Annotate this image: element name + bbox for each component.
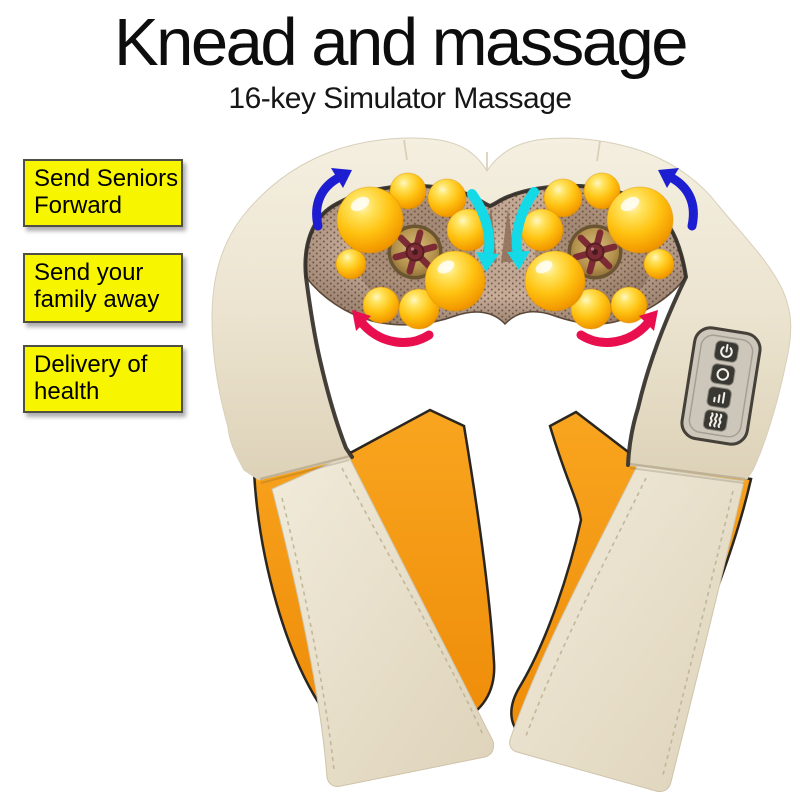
massage-ball: [606, 186, 674, 254]
massage-ball: [570, 288, 612, 330]
control-panel: [680, 326, 762, 446]
massage-node-cluster-left: [335, 172, 490, 330]
feature-label-line: health: [34, 378, 100, 406]
stitch-line: [341, 467, 484, 736]
strap-left: [271, 454, 495, 787]
massage-ball: [583, 172, 621, 210]
massage-ball: [398, 288, 440, 330]
massage-ball: [335, 248, 367, 280]
feature-label-line: Forward: [34, 192, 123, 220]
feature-label-line: Send Seniors: [34, 165, 179, 192]
stitch-line: [662, 490, 734, 776]
power-icon: [720, 346, 733, 358]
massage-ball: [389, 172, 427, 210]
rotation-arrow-red-right: [576, 310, 658, 347]
massage-ball: [610, 286, 648, 324]
mesh-center-peak: [501, 208, 515, 262]
page-title: Knead and massage: [113, 5, 689, 80]
strap-right: [509, 465, 745, 793]
power-button: [713, 340, 740, 363]
feature-label-line: Send your: [34, 259, 144, 286]
stitch-line: [525, 477, 647, 737]
feature-label-send-seniors: Send Seniors Forward: [23, 159, 183, 227]
page-subtitle: 16-key Simulator Massage: [228, 82, 572, 115]
rotation-arrow-blue-right: [658, 168, 698, 231]
trim-line: [303, 183, 688, 467]
massage-ball: [543, 178, 583, 218]
heat-waves-icon: [708, 412, 723, 428]
feature-label-line: Delivery of: [34, 351, 148, 378]
massage-ball: [362, 286, 400, 324]
feature-label-send-family: Send your family away: [23, 253, 183, 323]
power-icon: [725, 344, 729, 353]
massage-ball: [427, 178, 467, 218]
direction-button: [710, 363, 736, 386]
intensity-button: [706, 386, 732, 409]
stitch-line: [281, 497, 335, 771]
knead-arrow-cyan-left: [467, 189, 499, 272]
massage-node-cluster-right: [520, 172, 675, 330]
massage-ball: [520, 208, 564, 252]
rotate-icon: [716, 368, 730, 381]
massage-ball: [524, 250, 586, 312]
intensity-bars-icon: [713, 392, 726, 404]
roller-hub-icon: [567, 224, 623, 280]
roller-hub-icon: [387, 224, 443, 280]
massage-ball: [643, 248, 675, 280]
seam-line: [259, 139, 746, 484]
feature-label-line: family away: [34, 286, 160, 314]
feature-label-delivery-health: Delivery of health: [23, 345, 183, 413]
knead-arrow-cyan-right: [507, 187, 539, 270]
rotation-arrow-red-left: [352, 310, 434, 347]
massage-ball: [424, 250, 486, 312]
massage-ball: [336, 186, 404, 254]
rotation-arrow-blue-left: [312, 168, 352, 231]
heat-button: [702, 409, 729, 432]
